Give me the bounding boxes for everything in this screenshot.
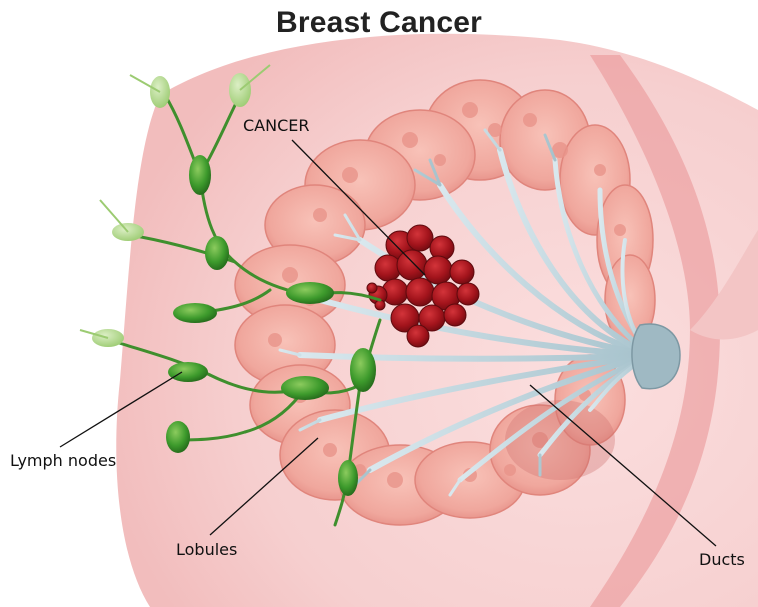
nipple [632,324,680,389]
label-lymph-nodes: Lymph nodes [10,451,116,470]
label-lobules: Lobules [176,540,237,559]
label-cancer: CANCER [243,116,309,135]
label-ducts: Ducts [699,550,745,569]
diagram-title: Breast Cancer [0,6,758,40]
